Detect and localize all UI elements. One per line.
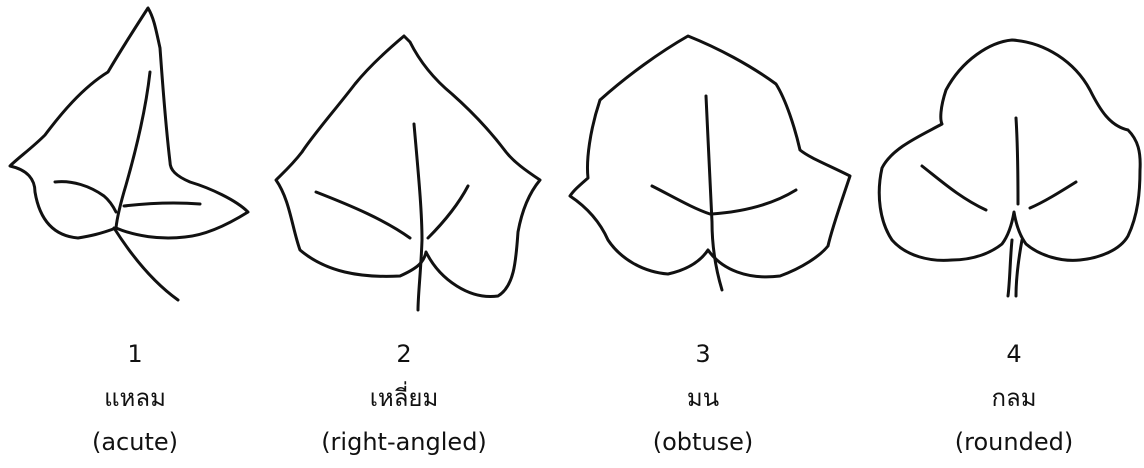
leaf-thai-label: เหลี่ยม (284, 376, 524, 420)
leaf-thai-label: มน (583, 376, 823, 420)
leaf-english-label: (acute) (15, 420, 255, 464)
leaf-obtuse-vein-left (652, 186, 710, 214)
leaf-number: 3 (583, 332, 823, 376)
leaf-acute-outline (10, 8, 248, 238)
leaf-obtuse-vein-right (712, 190, 796, 214)
leaf-english-label: (obtuse) (583, 420, 823, 464)
leaf-caption-acute: 1 แหลม (acute) (15, 332, 255, 464)
leaf-acute-drawing (10, 8, 248, 300)
leaf-rounded-midrib (1016, 118, 1018, 204)
leaf-number: 4 (894, 332, 1134, 376)
leaf-rounded-petiole-right (1016, 240, 1022, 296)
leaf-right-angled-vein-right (428, 186, 468, 238)
leaf-right-angled-drawing (276, 36, 540, 310)
leaf-rounded-drawing (879, 40, 1140, 296)
leaf-rounded-outline (879, 40, 1140, 260)
leaf-thai-label: แหลม (15, 376, 255, 420)
leaf-english-label: (right-angled) (284, 420, 524, 464)
leaf-caption-right-angled: 2 เหลี่ยม (right-angled) (284, 332, 524, 464)
leaf-thai-label: กลม (894, 376, 1134, 420)
leaf-right-angled-outline (276, 36, 540, 297)
leaf-acute-vein-left (55, 182, 116, 212)
leaf-number: 1 (15, 332, 255, 376)
leaf-acute-vein-right (124, 203, 200, 206)
leaf-rounded-vein-left (922, 166, 986, 210)
leaf-english-label: (rounded) (894, 420, 1134, 464)
leaf-right-angled-midrib (414, 124, 422, 310)
leaf-caption-rounded: 4 กลม (rounded) (894, 332, 1134, 464)
leaf-right-angled-vein-left (316, 192, 410, 238)
leaf-rounded-petiole-left (1008, 240, 1012, 296)
leaf-caption-obtuse: 3 มน (obtuse) (583, 332, 823, 464)
leaf-obtuse-drawing (570, 36, 850, 290)
leaf-rounded-vein-right (1030, 182, 1076, 208)
leaf-number: 2 (284, 332, 524, 376)
